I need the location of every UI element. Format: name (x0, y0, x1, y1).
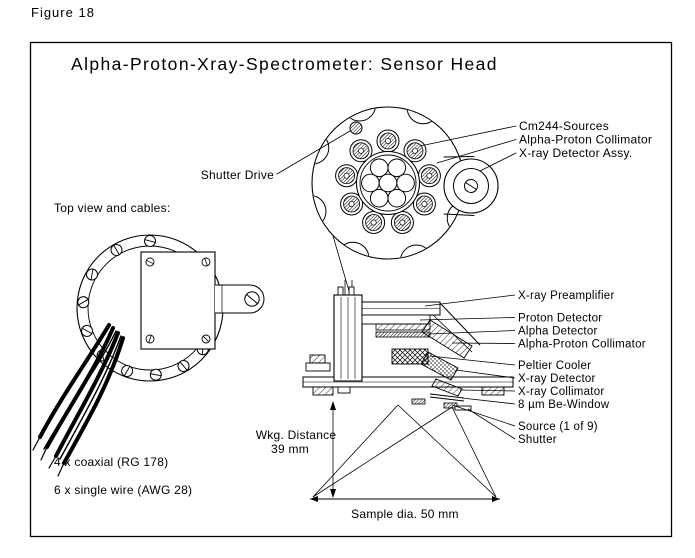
label-xray-preamplifier: X-ray Preamplifier (518, 290, 615, 302)
label-working-distance: Wkg. Distance (256, 428, 337, 442)
value-working-distance: 39 mm (271, 442, 309, 456)
label-shutter: Shutter (518, 434, 557, 446)
label-cm244-sources: Cm244-Sources (519, 119, 609, 133)
leader-xray-preamplifier (424, 294, 516, 307)
xray-detector-assembly (443, 156, 499, 216)
label-peltier-cooler: Peltier Cooler (518, 360, 591, 372)
label-xray-collimator: X-ray Collimator (518, 386, 604, 398)
front-view: Shutter Drive Cm244-Sources Alpha-Proton… (201, 106, 652, 292)
leader-source (451, 404, 516, 427)
leader-shutter-drive (276, 130, 351, 175)
label-shutter-drive: Shutter Drive (201, 168, 274, 182)
label-be-window: 8 µm Be-Window (518, 399, 610, 411)
electronics-box (140, 251, 216, 350)
mounting-arm (215, 284, 265, 314)
label-xray-detector: X-ray Detector (518, 373, 596, 385)
cable-note-single-wire: 6 x single wire (AWG 28) (54, 483, 192, 497)
shutter-drive-screw (349, 121, 363, 135)
xray-collimator (431, 378, 463, 397)
leader-peltier-cooler (429, 355, 516, 366)
be-window-line1 (429, 393, 465, 399)
sample-plane (310, 496, 500, 502)
label-alpha-detector: Alpha Detector (518, 326, 598, 338)
leader-ap-collimator (451, 342, 516, 344)
foot-mid (337, 386, 351, 394)
detector-stack (361, 301, 481, 411)
label-proton-detector: Proton Detector (518, 313, 602, 325)
label-xray-detector-assy: X-ray Detector Assy. (519, 146, 632, 160)
cable-bundle (32, 323, 125, 477)
leader-xray-detector-assy (479, 152, 517, 172)
cross-section-leaders (419, 294, 516, 440)
leader-alpha-proton-collimator (436, 139, 517, 164)
cross-section-view: Wkg. Distance 39 mm Sample dia. 50 mm X-… (256, 280, 646, 521)
leader-xray-collimator (459, 389, 516, 392)
field-of-view-lines (312, 404, 497, 498)
working-distance-dimension (330, 401, 336, 498)
xray-detector-crystal (420, 351, 459, 381)
cm244-source (376, 129, 400, 153)
alpha-proton-collimator-cluster (355, 150, 421, 216)
figure-border (29, 41, 673, 538)
cm244-source (335, 164, 359, 188)
cable-note-coaxial: 4 x coaxial (RG 178) (54, 455, 168, 469)
cm244-source (390, 211, 414, 234)
detector-mount (361, 314, 431, 325)
figure-label: Figure 18 (31, 5, 95, 20)
top-view-caption: Top view and cables: (54, 201, 170, 215)
label-source: Source (1 of 9) (518, 421, 598, 433)
shutter-drive-shaft-line (330, 228, 350, 292)
be-window-line2 (429, 396, 465, 402)
cm244-source (417, 164, 441, 188)
source-block-left (411, 398, 426, 405)
leader-shutter (467, 408, 516, 440)
proton-detector (375, 323, 431, 331)
label-alpha-proton-collimator-front: Alpha-Proton Collimator (519, 133, 652, 147)
alpha-detector (375, 331, 431, 338)
leader-xray-detector (455, 369, 516, 379)
shutter-blade (454, 405, 472, 411)
leader-alpha-detector (427, 330, 516, 335)
foot-left (312, 386, 334, 396)
top-view: Top view and cables: (32, 201, 265, 497)
leader-be-window (461, 397, 516, 405)
connector-block (305, 362, 331, 372)
bracket-line-outer (439, 302, 481, 346)
alpha-proton-collimator-section (421, 319, 473, 359)
xray-preamplifier-housing (333, 280, 363, 382)
cross-section-labels: X-ray Preamplifier Proton Detector Alpha… (518, 290, 646, 446)
connector-block-small (309, 354, 326, 364)
panel-title: Alpha-Proton-Xray-Spectrometer: Sensor H… (71, 54, 498, 74)
leader-proton-detector (419, 317, 516, 321)
label-ap-collimator-section: Alpha-Proton Collimator (518, 339, 646, 351)
label-sample-dia: Sample dia. 50 mm (351, 507, 459, 521)
cm244-source (362, 211, 386, 234)
leader-cm244-sources (419, 125, 517, 147)
